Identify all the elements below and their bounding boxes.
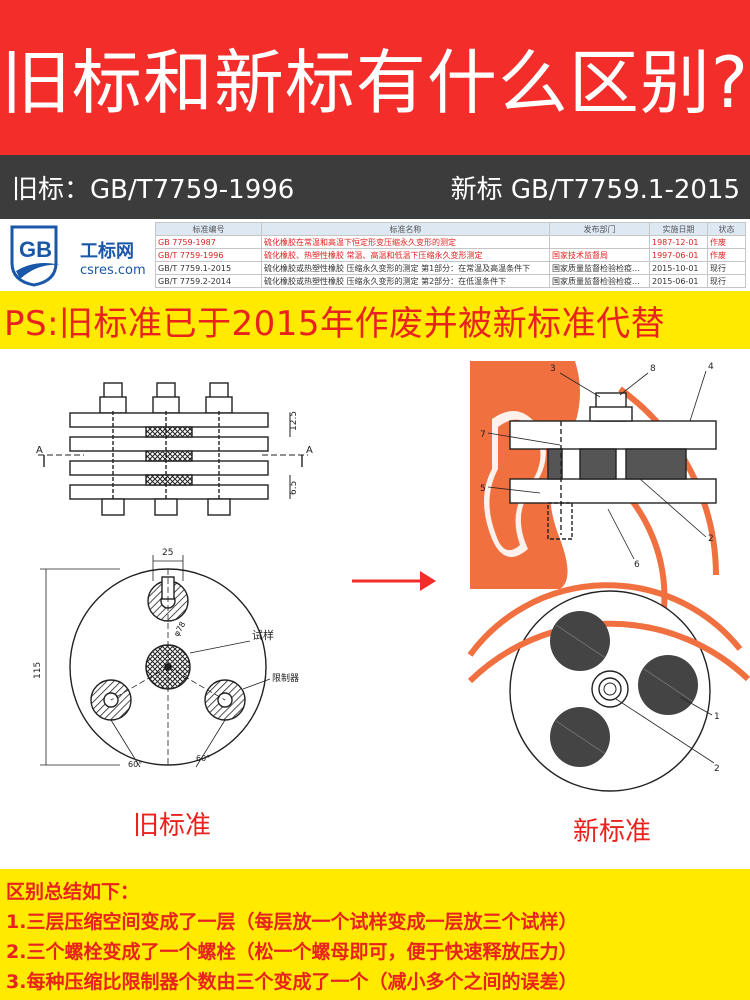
old-standard-label: 旧标：GB/T7759-1996 <box>12 174 295 205</box>
table-cell[interactable]: GB/T 7759-1996 <box>155 248 262 262</box>
summary-panel: 区别总结如下： 1.三层压缩空间变成了一层（每层放一个试样变成一层放三个试样） … <box>0 869 750 1000</box>
table-cell: 现行 <box>707 274 746 288</box>
callout-5: 5 <box>480 484 486 494</box>
table-cell[interactable]: 硫化橡胶或热塑性橡胶 压缩永久变形的测定 第1部分：在常温及高温条件下 <box>261 261 550 275</box>
table-header-row: 标准编号 标准名称 发布部门 实施日期 状态 <box>155 222 746 236</box>
table-cell: 现行 <box>707 261 746 275</box>
dim-6-5: 6.5 <box>289 481 299 495</box>
bolt-right <box>205 382 233 414</box>
section-mark-left: A <box>36 445 43 456</box>
callout-8: 8 <box>650 364 656 374</box>
new-standard-label: 新标 GB/T7759.1-2015 <box>450 174 740 205</box>
new-standard-caption: 新标准 <box>573 817 652 847</box>
new-plan-view <box>467 582 750 792</box>
table-cell: 1997-06-01 <box>649 248 708 262</box>
summary-item: 3.每种压缩比限制器个数由三个变成了一个（减小多个之间的误差） <box>6 971 578 993</box>
table-header: 状态 <box>707 222 746 236</box>
right-arrow-icon <box>352 571 436 591</box>
old-standard-caption: 旧标准 <box>133 811 212 841</box>
logo-site: csres.com <box>80 263 146 278</box>
table-cell[interactable]: GB/T 7759.2-2014 <box>155 274 262 288</box>
bolt-left <box>99 382 127 414</box>
dim-115: 115 <box>33 662 43 679</box>
table-cell: 1987-12-01 <box>649 235 708 249</box>
table-cell[interactable]: 硫化橡胶、热塑性橡胶 常温、高温和低温下压缩永久变形测定 <box>261 248 550 262</box>
bolt-mid <box>152 382 180 414</box>
table-row[interactable]: GB/T 7759.1-2015 硫化橡胶或热塑性橡胶 压缩永久变形的测定 第1… <box>155 261 746 275</box>
table-cell[interactable]: 硫化橡胶在常温和高温下恒定形变压缩永久变形的测定 <box>261 235 550 249</box>
table-header: 标准名称 <box>261 222 550 236</box>
callout-6: 6 <box>634 560 640 570</box>
limiter-label: 限制器 <box>272 672 299 684</box>
table-cell: 国家技术监督局 <box>549 248 650 262</box>
old-side-view <box>38 382 308 516</box>
summary-item: 1.三层压缩空间变成了一层（每层放一个试样变成一层放三个试样） <box>6 911 578 933</box>
callout-7: 7 <box>480 430 486 440</box>
callout-4: 4 <box>708 362 714 372</box>
table-cell <box>549 235 650 249</box>
logo-mark-text: GB <box>19 237 52 262</box>
table-cell: 2015-06-01 <box>649 274 708 288</box>
comparison-drawings: A A 12.5 6.5 <box>33 361 750 792</box>
table-cell: 国家质量监督检验检疫... <box>549 261 650 275</box>
gb-shield-icon: GB <box>10 225 60 287</box>
standards-bar: 旧标：GB/T7759-1996 新标 GB/T7759.1-2015 <box>0 155 750 219</box>
logo-name: 工标网 <box>80 241 134 262</box>
table-header: 实施日期 <box>649 222 708 236</box>
title-banner: 旧标和新标有什么区别? <box>0 0 750 155</box>
section-mark-right: A <box>306 445 313 456</box>
site-logo: GB 工标网 csres.com <box>6 223 154 287</box>
table-cell: 作废 <box>707 235 746 249</box>
table-cell[interactable]: 硫化橡胶或热塑性橡胶 压缩永久变形的测定 第2部分：在低温条件下 <box>261 274 550 288</box>
summary-item: 2.三个螺栓变成了一个螺栓（松一个螺母即可，便于快速释放压力） <box>6 941 578 963</box>
table-row[interactable]: GB/T 7759.2-2014 硫化橡胶或热塑性橡胶 压缩永久变形的测定 第2… <box>155 274 746 288</box>
drawings-area: A A 12.5 6.5 <box>0 349 750 869</box>
info-row: GB 工标网 csres.com 标准编号 标准名称 发布部门 实施日期 状态 … <box>0 219 750 291</box>
old-plan-view <box>40 555 271 768</box>
callout-2-top: 2 <box>708 534 714 544</box>
dim-25: 25 <box>162 548 173 558</box>
table-cell: 2015-10-01 <box>649 261 708 275</box>
callout-2-plan: 2 <box>714 764 720 774</box>
callout-3: 3 <box>550 364 556 374</box>
standards-table: 标准编号 标准名称 发布部门 实施日期 状态 GB 7759-1987 硫化橡胶… <box>155 222 746 288</box>
page-title: 旧标和新标有什么区别? <box>0 42 750 124</box>
ps-note: PS:旧标准已于2015年作废并被新标准代替 <box>0 291 750 349</box>
table-row[interactable]: GB 7759-1987 硫化橡胶在常温和高温下恒定形变压缩永久变形的测定 19… <box>155 235 746 249</box>
table-cell: 作废 <box>707 248 746 262</box>
table-cell[interactable]: GB 7759-1987 <box>155 235 262 249</box>
angle-right: 60° <box>196 754 210 763</box>
table-cell[interactable]: GB/T 7759.1-2015 <box>155 261 262 275</box>
table-header: 发布部门 <box>549 222 650 236</box>
summary-heading: 区别总结如下： <box>6 881 140 903</box>
table-cell: 国家质量监督检验检疫... <box>549 274 650 288</box>
table-header: 标准编号 <box>155 222 262 236</box>
callout-1-plan: 1 <box>714 712 720 722</box>
dim-12-5: 12.5 <box>289 411 299 431</box>
new-side-view <box>470 361 720 610</box>
angle-left: 60° <box>128 760 142 769</box>
table-row[interactable]: GB/T 7759-1996 硫化橡胶、热塑性橡胶 常温、高温和低温下压缩永久变… <box>155 248 746 262</box>
sample-label: 试样 <box>252 628 274 642</box>
